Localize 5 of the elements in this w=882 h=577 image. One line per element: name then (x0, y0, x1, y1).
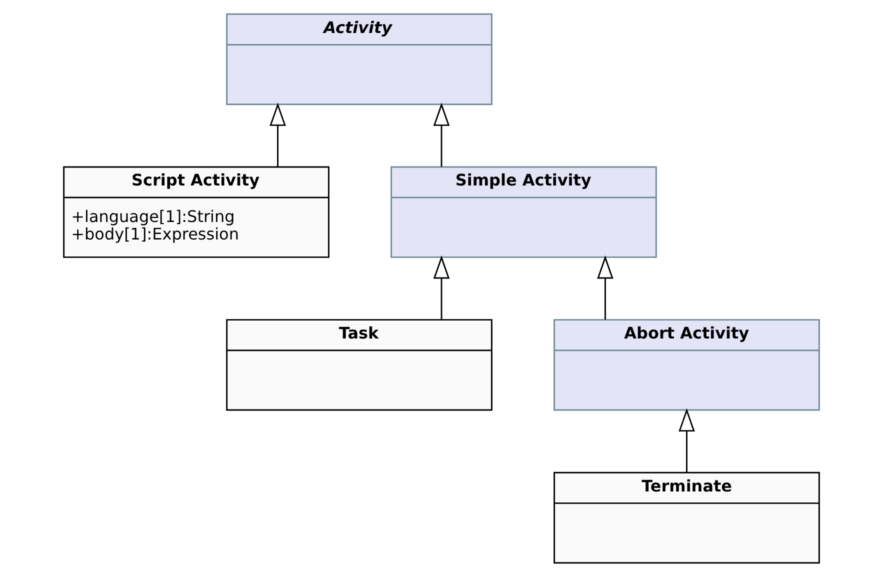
arrow (678, 408, 694, 472)
arrow (432, 102, 450, 167)
arrow (432, 255, 450, 320)
arrow (596, 255, 613, 320)
arrow (269, 102, 286, 167)
